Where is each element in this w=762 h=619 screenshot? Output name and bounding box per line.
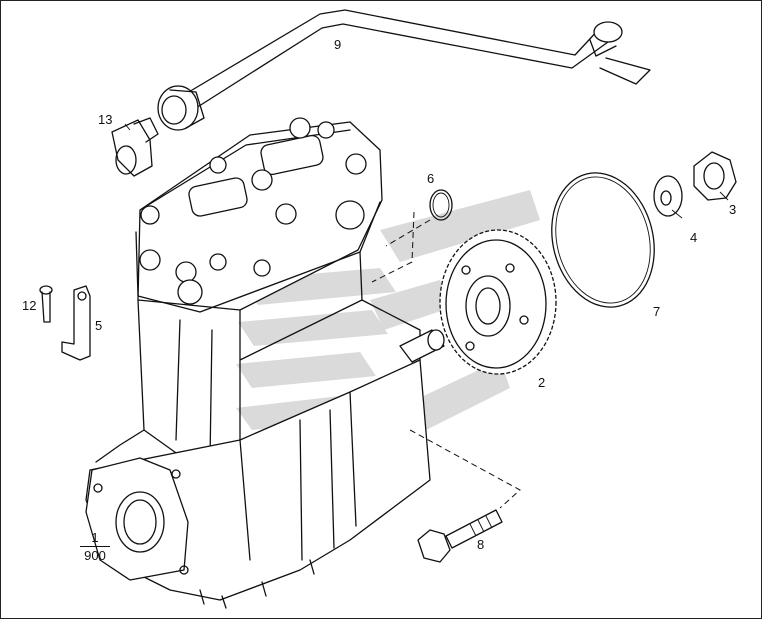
reference-denominator: 900 — [84, 548, 106, 563]
callout-6: 6 — [427, 171, 435, 186]
air-pipe-part-9 — [157, 9, 651, 131]
callout-9: 9 — [334, 37, 342, 52]
nut-part-3 — [693, 151, 737, 201]
washer-part-4 — [653, 175, 683, 217]
bracket-part-5 — [61, 285, 91, 361]
reference-fraction: 1 900 — [80, 531, 110, 562]
screw-part-12 — [39, 285, 53, 323]
o-ring-part-6 — [429, 189, 453, 221]
compressor-body-part-1 — [85, 117, 445, 609]
callout-4: 4 — [690, 230, 698, 245]
large-o-ring-part-7 — [551, 172, 655, 308]
bolt-part-8 — [417, 509, 503, 563]
elbow-fitting-part-13 — [111, 117, 159, 177]
callout-12: 12 — [22, 298, 37, 313]
callout-13: 13 — [98, 112, 113, 127]
callout-3: 3 — [729, 202, 737, 217]
callout-8: 8 — [477, 537, 485, 552]
callout-5: 5 — [95, 318, 103, 333]
gear-part-2 — [439, 229, 557, 375]
fraction-bar — [80, 546, 110, 547]
callout-2: 2 — [538, 375, 546, 390]
leader-lines — [124, 123, 729, 219]
reference-numerator: 1 — [91, 530, 99, 545]
callout-7: 7 — [653, 304, 661, 319]
assembly-guide-lines — [371, 211, 521, 509]
